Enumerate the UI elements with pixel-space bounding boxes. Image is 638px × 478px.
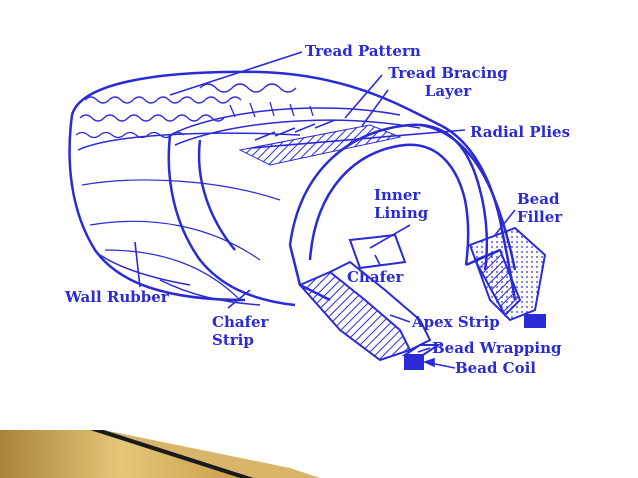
label-bead-filler: Bead Filler bbox=[517, 190, 562, 226]
footer-decoration bbox=[0, 430, 320, 478]
tread-bracing-layer bbox=[169, 107, 421, 166]
label-chafer-strip-line1: Chafer bbox=[212, 313, 269, 331]
bead-region-right bbox=[468, 226, 547, 328]
label-bead-wrapping: Bead Wrapping bbox=[432, 339, 562, 357]
label-tread-bracing-line2: Layer bbox=[424, 82, 472, 100]
label-radial-plies: Radial Plies bbox=[470, 123, 571, 141]
label-chafer-strip-line2: Strip bbox=[212, 331, 254, 349]
cutaway-carcass bbox=[167, 123, 517, 307]
bead-region-left bbox=[298, 260, 442, 370]
label-bead-coil: Bead Coil bbox=[455, 359, 536, 377]
label-chafer: Chafer bbox=[347, 268, 404, 286]
label-chafer-strip: Chafer Strip bbox=[212, 313, 268, 349]
label-inner-lining: Inner Lining bbox=[374, 186, 428, 222]
wall-rubber-base bbox=[99, 254, 261, 306]
label-tread-bracing-line1: Tread Bracing bbox=[388, 64, 508, 82]
label-bead-filler-line1: Bead bbox=[517, 190, 560, 208]
label-tread-pattern: Tread Pattern bbox=[305, 42, 421, 60]
label-apex-strip: Apex Strip bbox=[412, 313, 500, 331]
label-inner-lining-line2: Lining bbox=[374, 204, 429, 222]
tire-outer-body bbox=[68, 70, 517, 302]
label-wall-rubber: Wall Rubber bbox=[65, 288, 169, 306]
chafer-flap bbox=[348, 233, 407, 270]
label-inner-lining-line1: Inner bbox=[374, 186, 421, 204]
label-tread-bracing-layer: Tread Bracing Layer bbox=[382, 64, 514, 100]
leader-lines bbox=[134, 51, 516, 369]
tread-pattern-marks bbox=[75, 83, 314, 139]
label-bead-filler-line2: Filler bbox=[517, 208, 563, 226]
